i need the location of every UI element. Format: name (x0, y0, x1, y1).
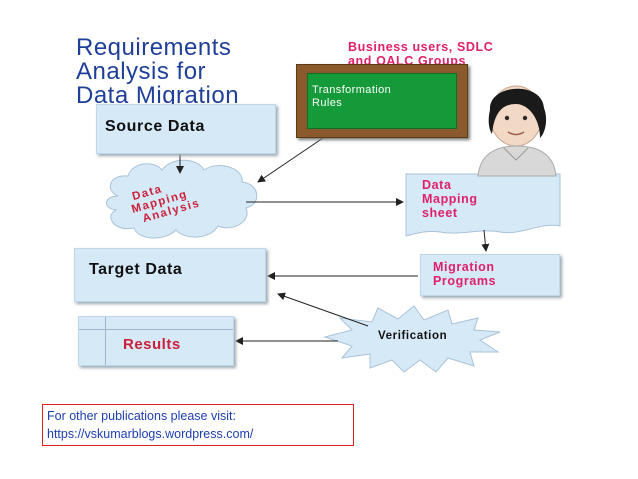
results-box: Results (78, 316, 234, 366)
arrow-sheet-to-migration (481, 229, 490, 252)
title-line-1: Requirements (76, 34, 232, 61)
title-line-3: Data Migration (76, 82, 240, 109)
transformation-rules-line-2: Rules (312, 97, 343, 109)
sheet-line-1: Data (422, 178, 452, 192)
title-line-2: Analysis for (76, 58, 207, 85)
board-green-surface: Transformation Rules (307, 73, 457, 129)
results-label: Results (123, 336, 181, 353)
arrow-verification-to-target (277, 292, 369, 327)
mapping-sheet-shape (405, 173, 561, 237)
arrow-rules-to-analysis (257, 135, 327, 183)
sheet-line-2: Mapping (422, 192, 478, 206)
data-mapping-sheet-label: Data Mapping sheet (422, 178, 478, 220)
sheet-line-3: sheet (422, 206, 458, 220)
target-data-label: Target Data (89, 261, 183, 278)
source-data-box: Source Data (96, 104, 276, 154)
migration-programs-box: Migration Programs (420, 254, 560, 296)
source-data-label: Source Data (105, 118, 205, 135)
footer-line-1: For other publications please visit: (47, 409, 236, 423)
data-mapping-sheet: Data Mapping sheet (406, 174, 560, 230)
cloud-shape (106, 159, 258, 239)
migration-line-1: Migration (433, 260, 495, 274)
transformation-rules-line-1: Transformation (312, 84, 392, 96)
target-data-box: Target Data (74, 248, 266, 302)
migration-programs-label: Migration Programs (433, 260, 496, 288)
verification-starburst (323, 305, 501, 373)
verification-label: Verification (378, 330, 448, 342)
user-person-icon (477, 85, 557, 177)
page-title: Requirements Analysis for Data Migration (76, 36, 306, 108)
results-vertical-divider (105, 317, 106, 365)
footer-note: For other publications please visit: htt… (42, 404, 354, 446)
results-horizontal-divider (79, 329, 233, 330)
footer-link[interactable]: https://vskumarblogs.wordpress.com/ (47, 427, 254, 441)
groups-line-1: Business users, SDLC (348, 40, 494, 54)
transformation-rules-label: Transformation Rules (312, 84, 391, 110)
transformation-rules-board: Transformation Rules (296, 64, 468, 138)
migration-line-2: Programs (433, 274, 497, 288)
